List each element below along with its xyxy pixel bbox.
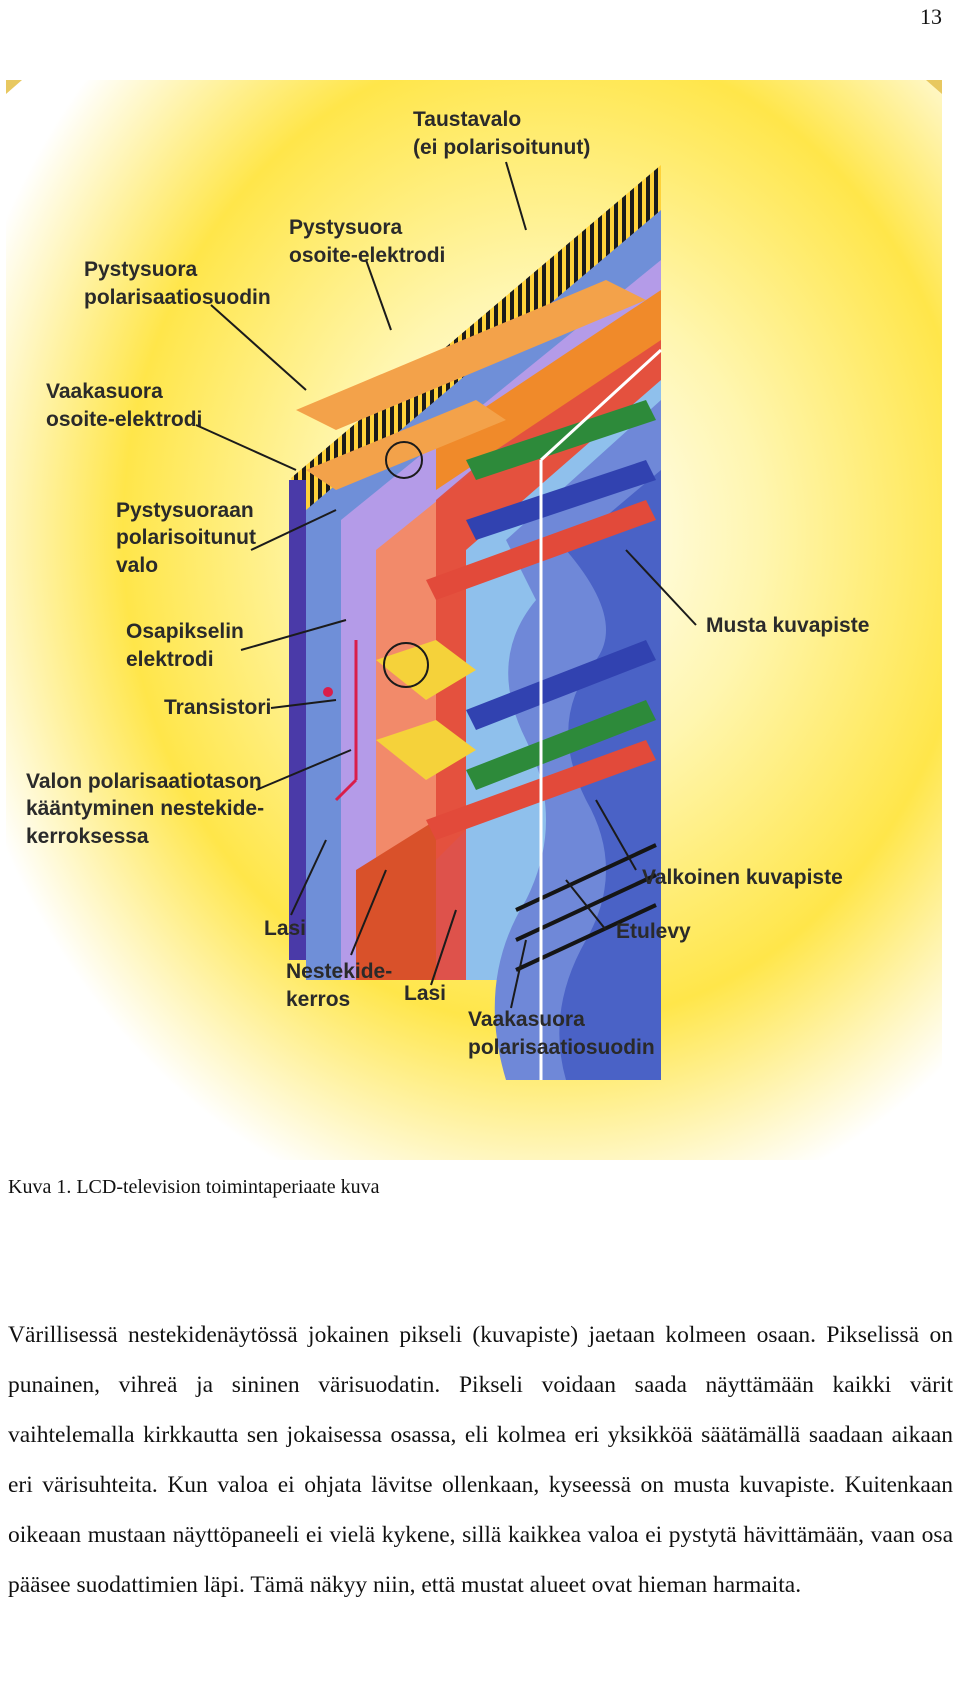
label-nestekide-1: Nestekide- [286, 960, 392, 983]
color-filter-orange [436, 290, 661, 490]
label-pystysuora-osoite-1: Pystysuora [289, 216, 403, 239]
page-number: 13 [920, 4, 942, 29]
highlight-circle [383, 642, 429, 688]
front-plate-stripes [515, 348, 663, 1080]
corner-mark [926, 80, 942, 94]
label-valon-polarisaatio-3: kerroksessa [26, 825, 149, 848]
label-lasi-2: Lasi [404, 982, 446, 1005]
label-pystysuora-polarisaatio-1: Pystysuora [84, 258, 198, 281]
highlight-circle [385, 441, 423, 479]
label-transistori: Transistori [164, 696, 271, 719]
label-pystysuora-osoite-2: osoite-elektrodi [289, 244, 445, 267]
label-valkoinen-kuvapiste: Valkoinen kuvapiste [642, 866, 843, 889]
label-valon-polarisaatio-2: kääntyminen nestekide- [26, 797, 264, 820]
label-pystysuoraan-1: Pystysuoraan [116, 499, 254, 522]
label-lasi-1: Lasi [264, 917, 306, 940]
label-pystysuoraan-2: polarisoitunut [116, 526, 256, 549]
label-taustavalo-1: Taustavalo [413, 108, 521, 131]
label-osapikselin-2: elektrodi [126, 648, 214, 671]
liquid-crystal-front [356, 820, 436, 980]
label-valon-polarisaatio-1: Valon polarisaatiotason [26, 770, 262, 793]
label-taustavalo-2: (ei polarisoitunut) [413, 136, 590, 159]
body-paragraph: Värillisessä nestekidenäytössä jokainen … [8, 1322, 953, 1598]
corner-mark [6, 80, 22, 94]
leader-lines [195, 161, 697, 1009]
label-vaakasuora-polarisaatio-2: polarisaatiosuodin [468, 1036, 655, 1059]
back-frame [289, 480, 306, 960]
label-vaakasuora-polarisaatio-1: Vaakasuora [468, 1008, 585, 1031]
label-nestekide-2: kerros [286, 988, 350, 1011]
label-pystysuoraan-3: valo [116, 554, 158, 577]
label-osapikselin-1: Osapikselin [126, 620, 244, 643]
label-etulevy: Etulevy [616, 920, 691, 943]
lcd-diagram-figure: Taustavalo (ei polarisoitunut) Pystysuor… [6, 80, 942, 1160]
label-pystysuora-polarisaatio-2: polarisaatiosuodin [84, 286, 271, 309]
lcd-diagram: Taustavalo (ei polarisoitunut) Pystysuor… [6, 80, 942, 1160]
label-vaakasuora-osoite-1: Vaakasuora [46, 380, 163, 403]
figure-caption: Kuva 1. LCD-television toimintaperiaate … [8, 1176, 380, 1198]
label-musta-kuvapiste: Musta kuvapiste [706, 614, 869, 637]
transistor-shapes [323, 640, 476, 802]
label-vaakasuora-osoite-2: osoite-elektrodi [46, 408, 202, 431]
